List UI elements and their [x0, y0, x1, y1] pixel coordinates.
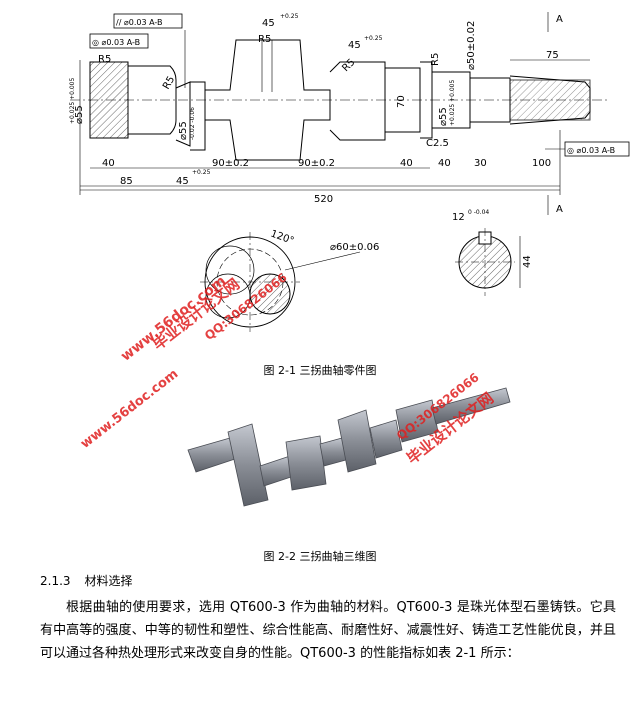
dim-100: 100 [532, 158, 551, 169]
dim-30: 30 [474, 158, 487, 169]
dim-90b: 90±0.2 [298, 158, 335, 169]
dim-key12-tol: 0 -0.04 [468, 209, 489, 216]
dim-40b: 40 [400, 158, 413, 169]
section-heading: 2.1.3 材料选择 [40, 572, 133, 589]
dim-angle45-top-tol: +0.25 [280, 13, 299, 20]
tol-runout-left: ◎ ⌀0.03 A-B [92, 38, 140, 47]
dim-r5-4: R5 [340, 57, 357, 74]
section-mark-bottom: A [556, 204, 563, 215]
dim-520: 520 [314, 194, 333, 205]
dim-r5-left: R5 [98, 54, 111, 65]
dim-90a: 90±0.2 [212, 158, 249, 169]
section-title: 材料选择 [84, 574, 133, 588]
dim-angle45-top: 45 [262, 18, 275, 29]
dim-dia55-right-tol: +0.025 +0.005 [449, 80, 456, 126]
dim-r5-3: R5 [258, 34, 271, 45]
section-mark-top: A [556, 14, 563, 25]
dim-45-bottom: 45 [176, 176, 189, 187]
figure-caption-2: 图 2-2 三拐曲轴三维图 [263, 550, 377, 563]
dim-key12: 12 [452, 212, 465, 223]
dim-40a: 40 [102, 158, 115, 169]
dim-dia55-mid: ⌀55 [178, 121, 189, 140]
dim-85: 85 [120, 176, 133, 187]
dim-75: 75 [546, 50, 559, 61]
crankshaft-part-drawing: A A // ⌀0.03 A-B ◎ ⌀0.03 A-B ◎ ⌀0.03 A-B… [69, 12, 630, 332]
dim-c25: C2.5 [426, 138, 449, 149]
dim-dia55-left: ⌀55 [74, 105, 85, 124]
dim-angle45-mid: 45 [348, 40, 361, 51]
dim-70: 70 [396, 95, 407, 108]
dim-dia50: ⌀50±0.02 [466, 21, 477, 70]
dim-44: 44 [522, 255, 533, 268]
dim-dia55-mid-tol: -0.02 -0.06 [189, 107, 196, 140]
crankshaft-3d-render [187, 387, 511, 507]
dim-dia55-left-tol: +0.025 +0.005 [69, 78, 76, 124]
tol-runout-right: ◎ ⌀0.03 A-B [567, 146, 615, 155]
section-number: 2.1.3 [40, 574, 71, 588]
dim-40c: 40 [438, 158, 451, 169]
tol-parallel: // ⌀0.03 A-B [116, 18, 163, 27]
dim-45-bottom-tol: +0.25 [192, 169, 211, 176]
watermark-site-2: www.56doc.com [78, 366, 182, 452]
figure-caption-1: 图 2-1 三拐曲轴零件图 [263, 364, 377, 377]
dim-angle120: 120° [269, 228, 295, 247]
dim-r5-2: R5 [161, 74, 177, 91]
dim-r5-5: R5 [430, 53, 441, 66]
dim-dia60: ⌀60±0.06 [330, 242, 379, 253]
body-paragraph: 根据曲轴的使用要求，选用 QT600-3 作为曲轴的材料。QT600-3 是珠光… [40, 600, 616, 661]
dim-dia55-right: ⌀55 [438, 107, 449, 126]
dim-angle45-mid-tol: +0.25 [364, 35, 383, 42]
